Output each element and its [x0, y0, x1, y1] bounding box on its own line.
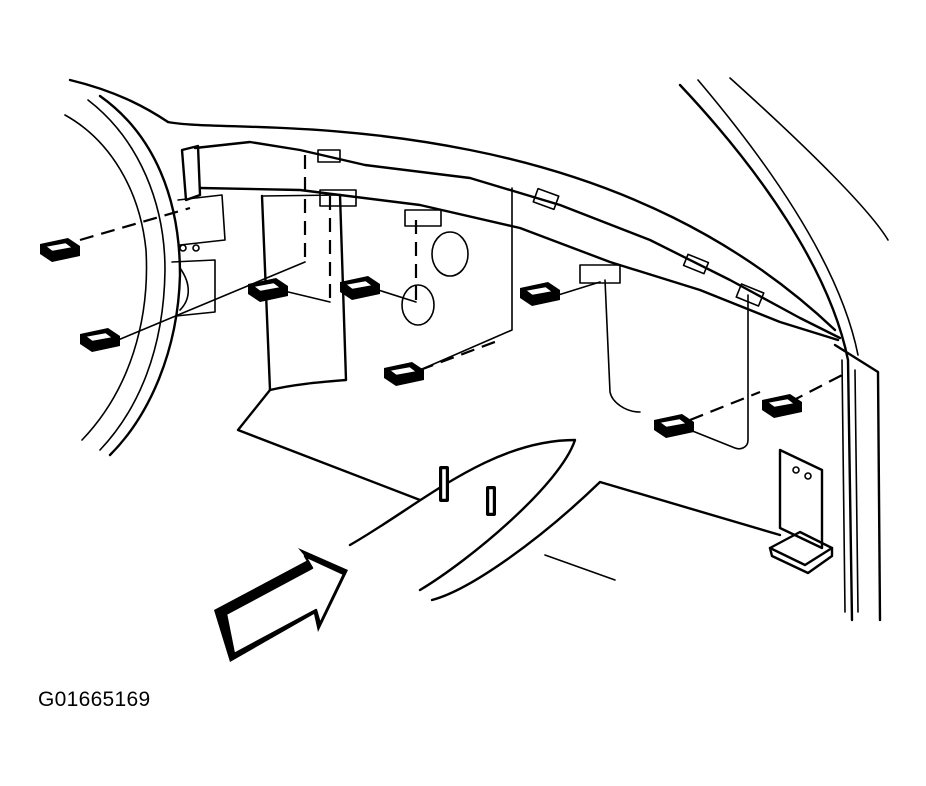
fascia-lower-edge — [236, 388, 782, 602]
direction-arrow-icon — [214, 548, 348, 662]
retainer-tabs — [317, 149, 765, 307]
leader-lines — [79, 155, 849, 450]
locating-pins — [439, 466, 496, 516]
access-holes — [401, 231, 469, 326]
right-lower-bracket — [768, 448, 834, 575]
push-clip-icon — [340, 276, 380, 300]
push-clip-icon — [654, 414, 694, 438]
figure-id-label: G01665169 — [38, 688, 151, 711]
inner-support-panel — [260, 193, 348, 392]
push-clip-icon — [248, 278, 288, 302]
push-clip-icon — [384, 362, 424, 386]
right-quarter-panel — [678, 77, 889, 622]
left-end-bracket — [171, 144, 226, 317]
push-clip-icon — [40, 238, 80, 262]
push-clip-icon — [520, 282, 560, 306]
push-clips — [40, 238, 802, 438]
push-clip-icon — [80, 328, 120, 352]
push-clip-icon — [762, 394, 802, 418]
left-fender-outline — [64, 78, 182, 457]
